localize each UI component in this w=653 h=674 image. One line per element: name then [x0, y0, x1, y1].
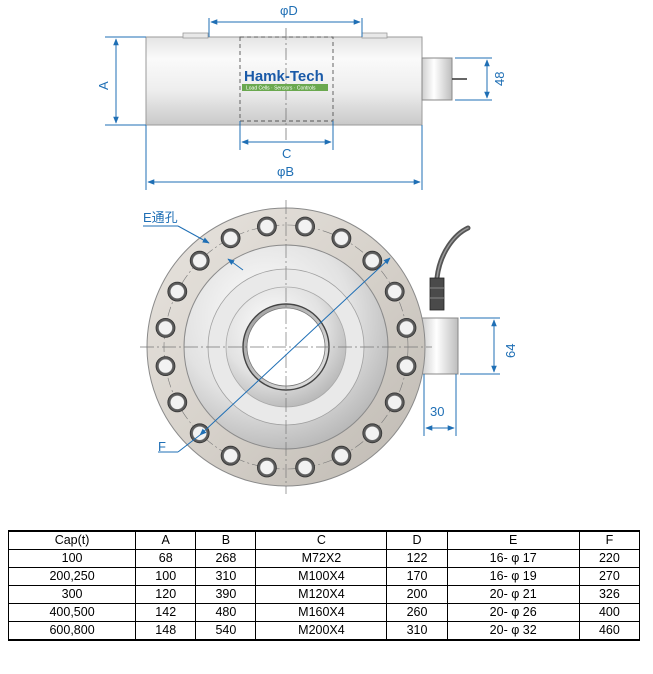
cell-f: 270: [578, 567, 641, 586]
bolt-hole-bore: [259, 460, 275, 475]
brand-bar: [242, 84, 328, 91]
dim-f-label: F: [158, 439, 166, 454]
table-row: 400,500 142 480 M160X4 260 20- φ 26 400: [7, 603, 641, 622]
header-c: C: [255, 530, 388, 550]
bolt-hole-bore: [387, 395, 403, 410]
top-rim-left: [182, 32, 209, 39]
cell-d: 310: [386, 621, 448, 641]
bolt-hole-bore: [399, 320, 414, 336]
cell-cap: 100: [7, 549, 137, 568]
cell-cap: 600,800: [7, 621, 137, 641]
cell-a: 68: [135, 549, 197, 568]
cell-c: M72X2: [255, 549, 388, 568]
cell-f: 326: [578, 585, 641, 604]
bolt-hole-bore: [364, 425, 380, 441]
header-b: B: [195, 530, 257, 550]
cell-e: 20- φ 32: [446, 621, 580, 641]
top-view: F E通孔 64 30: [140, 200, 518, 494]
dim-48-label: 48: [492, 72, 507, 86]
cell-b: 310: [195, 567, 257, 586]
dim-30-label: 30: [430, 404, 444, 419]
dim-b-label: φB: [277, 164, 294, 179]
cell-b: 268: [195, 549, 257, 568]
bolt-hole-bore: [192, 425, 207, 441]
bolt-hole-bore: [223, 448, 238, 464]
bolt-hole-bore: [399, 358, 414, 374]
cable-highlight: [436, 227, 469, 279]
dim-c-label: C: [282, 146, 291, 161]
header-f: F: [578, 530, 641, 550]
header-a: A: [135, 530, 197, 550]
cell-a: 100: [135, 567, 197, 586]
dim-e-leader: [177, 225, 210, 244]
bolt-hole-bore: [297, 219, 313, 234]
bolt-hole-bore: [170, 395, 185, 410]
center-hub-outline: [239, 36, 334, 122]
cell-b: 390: [195, 585, 257, 604]
cell-cap: 200,250: [7, 567, 137, 586]
bolt-hole-bore: [158, 358, 173, 374]
spec-table: Cap(t) A B C D E F 100 68 268 M72X2 122 …: [7, 530, 641, 641]
cell-b: 480: [195, 603, 257, 622]
cell-e: 16- φ 19: [446, 567, 580, 586]
dim-d-label: φD: [280, 3, 298, 18]
side-view: Hamk-Tech Load Cells · Sensors · Control…: [96, 3, 507, 190]
top-rim-right: [361, 32, 388, 39]
dim-e-label: E通孔: [143, 210, 178, 225]
cell-e: 20- φ 21: [446, 585, 580, 604]
cell-c: M100X4: [255, 567, 388, 586]
cell-d: 200: [386, 585, 448, 604]
dim-64-label: 64: [503, 344, 518, 358]
dim-e-leader-far: [227, 258, 244, 271]
connector-side: [421, 57, 453, 101]
cell-a: 148: [135, 621, 197, 641]
cell-e: 16- φ 17: [446, 549, 580, 568]
cell-d: 122: [386, 549, 448, 568]
brand-logo: Hamk-Tech: [244, 68, 324, 85]
bolt-hole-bore: [334, 231, 349, 246]
cell-c: M200X4: [255, 621, 388, 641]
header-cap: Cap(t): [7, 530, 137, 550]
dim-f-leader: [177, 434, 201, 453]
connector-body-top: [421, 317, 459, 375]
bolt-hole-bore: [259, 219, 275, 234]
dim-f-line: [199, 257, 391, 436]
load-cell-body-side: [145, 36, 423, 126]
cable: [434, 225, 471, 281]
header-e: E: [446, 530, 580, 550]
cell-a: 142: [135, 603, 197, 622]
technical-drawing: Hamk-Tech Load Cells · Sensors · Control…: [96, 3, 518, 494]
brand-tagline: Load Cells · Sensors · Controls: [246, 86, 316, 92]
bolt-hole-bore: [158, 320, 173, 336]
cell-cap: 300: [7, 585, 137, 604]
table-row: 600,800 148 540 M200X4 310 20- φ 32 460: [7, 621, 641, 641]
cell-f: 400: [578, 603, 641, 622]
cell-c: M120X4: [255, 585, 388, 604]
cell-f: 220: [578, 549, 641, 568]
bolt-hole-bore: [364, 253, 380, 269]
header-d: D: [386, 530, 448, 550]
cell-e: 20- φ 26: [446, 603, 580, 622]
table-row: 300 120 390 M120X4 200 20- φ 21 326: [7, 585, 641, 604]
table-row: 200,250 100 310 M100X4 170 16- φ 19 270: [7, 567, 641, 586]
connector-nut: [429, 277, 445, 311]
cell-f: 460: [578, 621, 641, 641]
cell-d: 170: [386, 567, 448, 586]
cell-a: 120: [135, 585, 197, 604]
table-header-row: Cap(t) A B C D E F: [7, 530, 641, 550]
dim-a-label: A: [96, 81, 111, 90]
bolt-hole-bore: [170, 284, 185, 299]
cell-d: 260: [386, 603, 448, 622]
cell-b: 540: [195, 621, 257, 641]
bolt-hole-bore: [297, 460, 313, 475]
cell-c: M160X4: [255, 603, 388, 622]
bolt-hole-bore: [387, 284, 403, 299]
bolt-hole-bore: [223, 231, 238, 246]
table-row: 100 68 268 M72X2 122 16- φ 17 220: [7, 549, 641, 568]
cell-cap: 400,500: [7, 603, 137, 622]
bolt-hole-bore: [334, 448, 349, 464]
bolt-hole-bore: [192, 253, 207, 269]
